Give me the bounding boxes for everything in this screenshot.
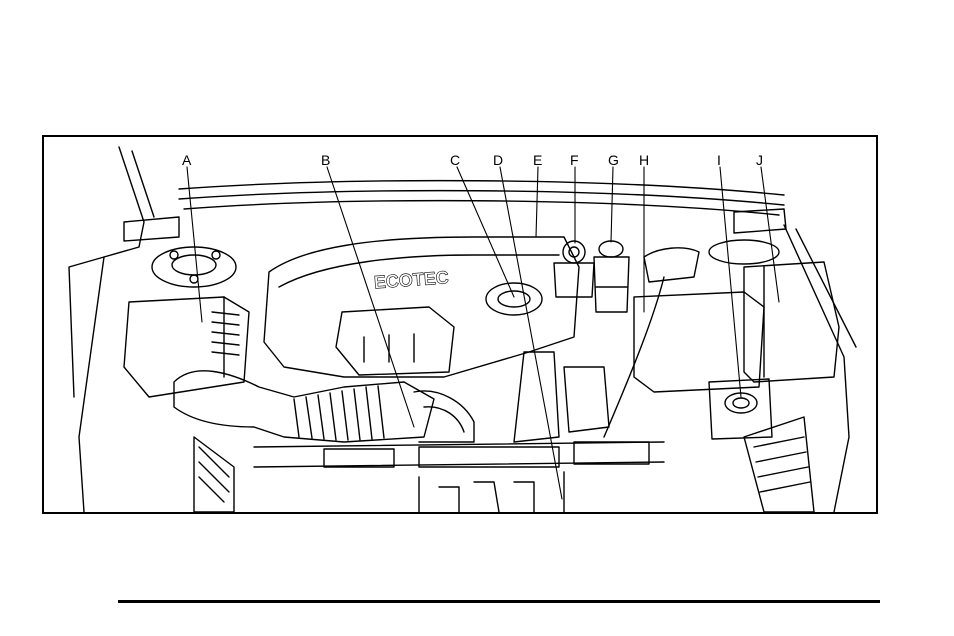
air-cleaner-box bbox=[124, 297, 249, 397]
page-bottom-rule bbox=[118, 600, 880, 603]
engine-compartment-drawing: ECOTEC bbox=[44, 137, 876, 512]
callout-h: H bbox=[639, 152, 649, 168]
left-grille bbox=[194, 437, 234, 512]
intake-duct bbox=[174, 371, 474, 442]
engine-compartment-figure: ECOTEC bbox=[42, 135, 878, 514]
callout-leader-lines bbox=[187, 167, 779, 499]
brake-fluid-reservoir bbox=[554, 241, 594, 297]
cowl bbox=[179, 181, 784, 215]
callout-d: D bbox=[493, 152, 503, 168]
callout-c: C bbox=[450, 152, 460, 168]
callout-a: A bbox=[182, 152, 192, 168]
right-grille bbox=[744, 417, 814, 512]
callout-j: J bbox=[756, 152, 763, 168]
power-steering-reservoir bbox=[594, 241, 629, 312]
callout-i: I bbox=[717, 152, 721, 168]
leader-d bbox=[500, 167, 562, 499]
callout-e: E bbox=[533, 152, 542, 168]
engine-cover-ecotec-text: ECOTEC bbox=[373, 267, 449, 292]
callout-f: F bbox=[570, 152, 579, 168]
left-fender bbox=[69, 147, 179, 512]
callout-labels: A B C D E F G H I J bbox=[182, 152, 763, 168]
leader-g bbox=[611, 167, 613, 242]
callout-b: B bbox=[321, 152, 330, 168]
radiator-support bbox=[254, 442, 664, 512]
engine-cover: ECOTEC bbox=[264, 237, 579, 377]
oil-fill-cap bbox=[486, 283, 542, 315]
left-strut-tower bbox=[152, 247, 236, 287]
callout-g: G bbox=[608, 152, 619, 168]
dipstick-area bbox=[514, 352, 609, 442]
leader-c bbox=[457, 167, 514, 297]
